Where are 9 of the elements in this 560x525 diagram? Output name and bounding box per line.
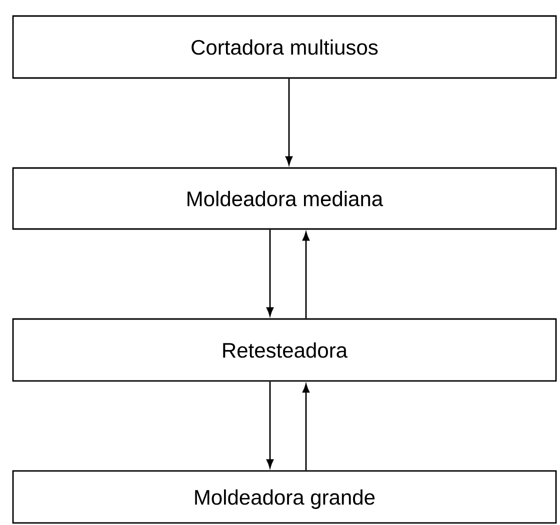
process-box: Moldeadora mediana <box>12 167 557 230</box>
arrow <box>302 384 310 470</box>
process-box: Moldeadora grande <box>12 470 557 524</box>
process-box: Cortadora multiusos <box>12 15 557 79</box>
arrow <box>286 78 292 166</box>
arrow <box>266 230 274 316</box>
process-box: Retesteadora <box>12 318 557 382</box>
arrow <box>302 232 310 318</box>
arrow <box>266 382 274 468</box>
